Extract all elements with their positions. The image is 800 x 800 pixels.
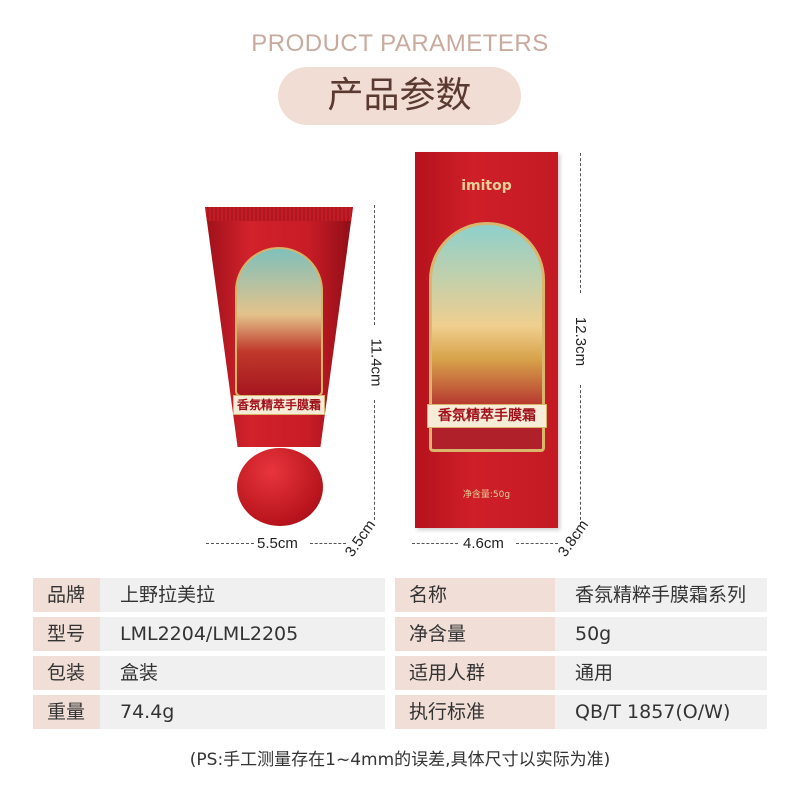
param-value: 上野拉美拉 [100,578,385,612]
box-width-label: 4.6cm [463,535,504,552]
param-label: 执行标准 [395,695,555,729]
param-label: 适用人群 [395,656,555,690]
table-row: 重量 74.4g 执行标准 QB/T 1857(O/W) [33,695,767,729]
dim-line [206,543,254,544]
box-height-label: 12.3cm [572,316,590,367]
section-title: 产品参数 [278,67,521,125]
table-row: 包装 盒装 适用人群 通用 [33,656,767,690]
tube-width-label: 5.5cm [257,535,298,552]
product-box: imitop 香氛精萃手膜霜 净含量:50g [415,152,558,528]
param-value: 通用 [555,656,767,690]
dim-line [516,543,558,544]
hand-cream-tube: 香氛精萃手膜霜 [205,207,353,447]
dim-line [374,205,375,325]
param-value: 香氛精粹手膜霜系列 [555,578,767,612]
param-value: 盒装 [100,656,385,690]
param-label: 品牌 [33,578,100,612]
tube-cap [237,448,323,526]
brand-logo: imitop [461,178,512,194]
table-row: 型号 LML2204/LML2205 净含量 50g [33,617,767,651]
dim-line [580,153,581,293]
english-title: PRODUCT PARAMETERS [251,30,549,57]
param-value: LML2204/LML2205 [100,617,385,651]
box-product-label: 香氛精萃手膜霜 [427,404,547,428]
tube-product-label: 香氛精萃手膜霜 [233,395,325,415]
param-label: 型号 [33,617,100,651]
measurement-note: (PS:手工测量存在1~4mm的误差,具体尺寸以实际为准) [189,750,611,770]
param-label: 重量 [33,695,100,729]
box-depth-label: 3.8cm [554,516,593,561]
param-value: QB/T 1857(O/W) [555,695,767,729]
dim-line [412,543,458,544]
dim-line [374,400,375,520]
param-label: 名称 [395,578,555,612]
dim-line [310,543,346,544]
param-value: 50g [555,617,767,651]
param-value: 74.4g [100,695,385,729]
param-label: 净含量 [395,617,555,651]
table-row: 品牌 上野拉美拉 名称 香氛精粹手膜霜系列 [33,578,767,612]
tube-crimp [205,207,353,221]
tube-height-label: 11.4cm [367,338,385,387]
box-net-content: 净含量:50g [462,490,511,500]
dim-line [580,385,581,525]
param-label: 包装 [33,656,100,690]
cap-size-label: 3.5cm [341,516,380,561]
tube-artwork [235,247,323,397]
